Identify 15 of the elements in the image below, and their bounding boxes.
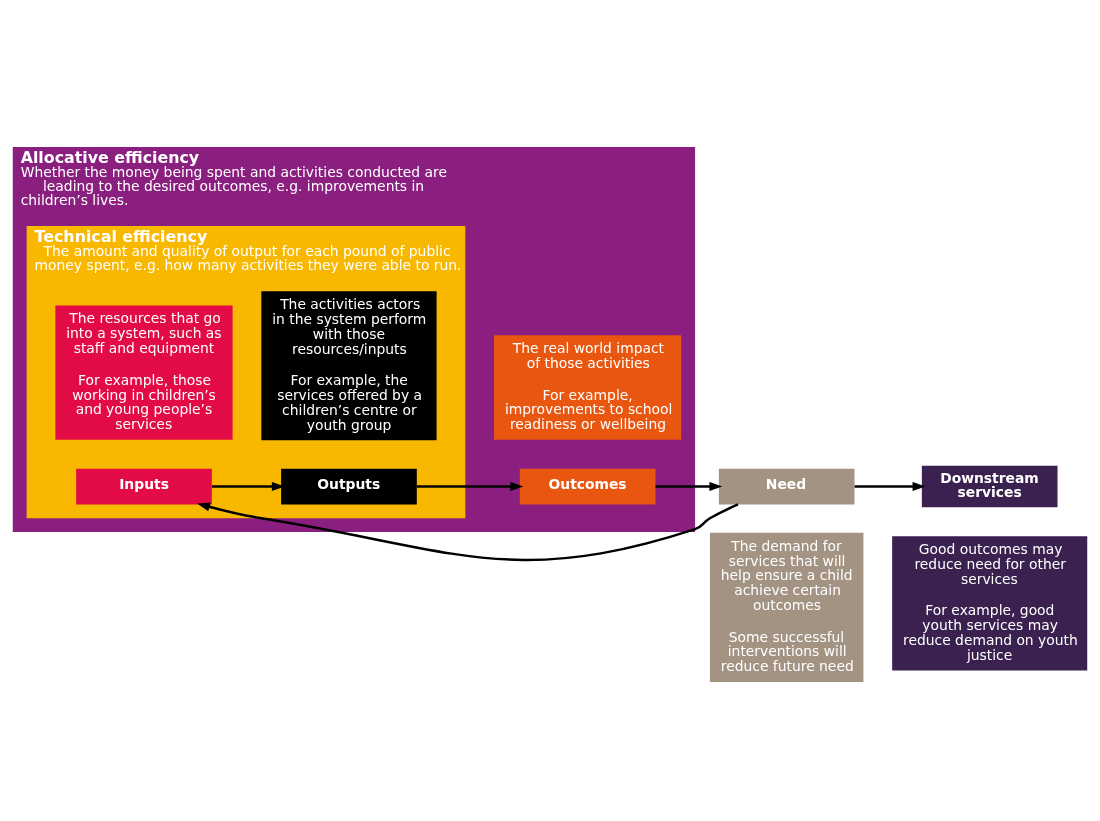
node-box: Inputs [76,468,212,505]
node-box: The activities actors in the system perform with those resources/inputs For example, the services offered by a children’s centre or youth group [261,291,437,441]
arrow [854,482,926,492]
arrow [197,502,739,561]
node-box: Downstream services [921,465,1058,508]
node-box: Outputs [281,468,417,505]
node-box: The resources that go into a system, such as staff and equipment For example, those working in children’s and young people’s services [55,305,233,440]
node-box: The demand for services that will help ensure a child achieve certain outcomes Some successful interventions will reduce future need [709,532,864,682]
node-box: The real world impact of those activities For example, improvements to school readiness or wellbeing [494,335,682,440]
node-box: Outcomes [519,468,656,505]
node-box: Good outcomes may reduce need for other services For example, good youth services may reduce demand on youth justice [892,536,1088,671]
arrow [212,482,285,492]
node-box: Need [718,468,855,505]
arrow [416,482,524,492]
arrow [655,482,723,492]
